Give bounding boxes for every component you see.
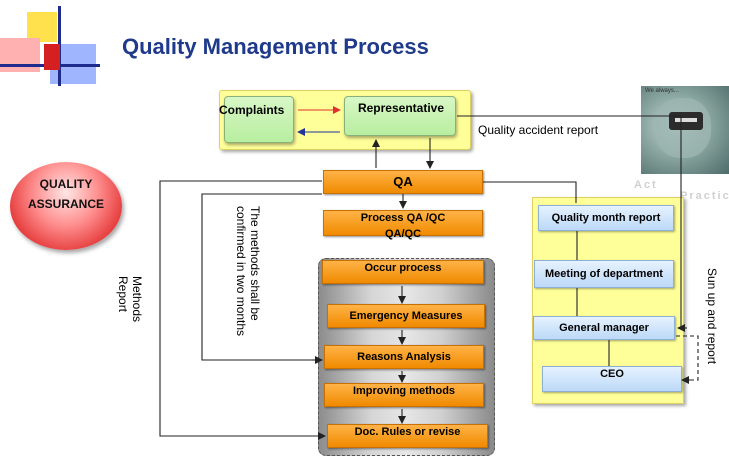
photo-small-text: We always...: [645, 88, 679, 94]
representative-box: Representative: [344, 96, 456, 136]
ceo-box: CEO: [542, 366, 682, 392]
report-line: Report: [116, 276, 130, 313]
photo-caption-practic: Practic: [680, 190, 729, 202]
quality-assurance-badge: QUALITY ASSURANCE: [10, 162, 122, 250]
step-improving-methods: Improving methods: [324, 383, 484, 407]
methods-line: Methods: [130, 276, 144, 323]
methods-confirmed-note: The methods shall be confirmed in two mo…: [234, 206, 262, 356]
complaints-box: Complaints: [219, 96, 294, 143]
methods-report-label: Methods Report: [116, 276, 144, 336]
step-label: Doc. Rules or revise: [354, 426, 461, 438]
step-label: Emergency Measures: [349, 310, 463, 322]
note-line1: The methods shall be: [248, 206, 262, 321]
qa-badge-line2: ASSURANCE: [27, 197, 104, 211]
representative-label: Representative: [357, 101, 445, 115]
complaints-label: Complaints: [219, 103, 285, 117]
step-label: Occur process: [364, 262, 442, 274]
right-item-label: Meeting of department: [545, 268, 663, 280]
step-label: Reasons Analysis: [357, 351, 451, 363]
sun-up-report-label: Sun up and report: [705, 268, 719, 365]
qa-label: QA: [393, 174, 413, 189]
person-photo: We always...: [641, 86, 729, 174]
right-item-label: General manager: [559, 322, 649, 334]
page-title: Quality Management Process: [122, 34, 429, 59]
note-line2: confirmed in two months: [234, 206, 248, 337]
meeting-of-department-box: Meeting of department: [534, 260, 674, 288]
process-line2: QA/QC: [384, 228, 422, 240]
step-label: Improving methods: [352, 385, 456, 397]
corner-decoration: [0, 0, 100, 90]
quality-month-report-box: Quality month report: [538, 205, 674, 231]
qa-badge-line1: QUALITY: [39, 177, 93, 191]
general-manager-box: General manager: [533, 316, 675, 340]
process-line1: Process QA /QC: [360, 212, 446, 224]
step-reasons-analysis: Reasons Analysis: [324, 345, 484, 369]
qa-box: QA: [323, 170, 483, 194]
process-qaqc-box: Process QA /QC QA/QC: [323, 210, 483, 240]
photo-caption-act: Act: [634, 179, 658, 191]
right-item-label: Quality month report: [551, 212, 661, 224]
step-emergency-measures: Emergency Measures: [327, 304, 485, 328]
step-doc-rules: Doc. Rules or revise: [327, 424, 488, 448]
right-item-label: CEO: [600, 368, 624, 380]
quality-accident-report-label: Quality accident report: [478, 123, 599, 137]
step-occur-process: Occur process: [322, 260, 484, 284]
